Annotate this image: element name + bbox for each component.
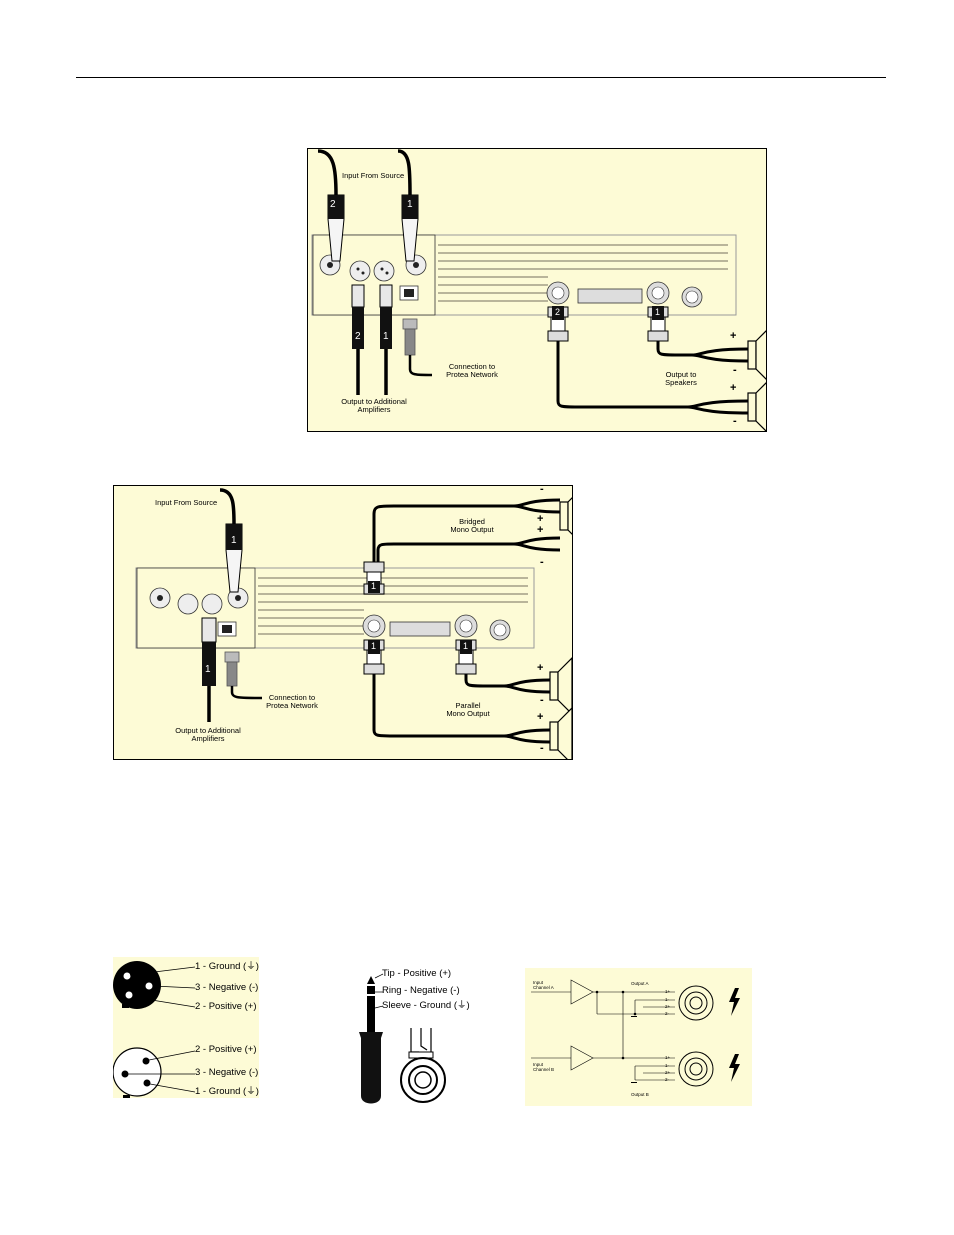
trs-tip-label: Tip - Positive (+) [382, 968, 452, 979]
speaker-2-minus: - [733, 415, 737, 427]
bridged-plus-bottom: + [537, 524, 544, 536]
bridged-plus-top: + [537, 513, 544, 525]
bridged-minus-top: - [540, 485, 544, 495]
output-a-pin-2minus: 2- [665, 1011, 670, 1016]
output-a-pin-1minus: 1- [665, 997, 670, 1002]
trs-ring-label: Ring - Negative (-) [382, 985, 460, 996]
output-b-pin-2minus: 2- [665, 1077, 670, 1082]
speaker-connector-1-number: 1 [655, 307, 661, 317]
xlr-pinout-panel: 1 - Ground (⏚) 3 - Negative (-) 2 - Posi… [113, 957, 259, 1098]
output-a-label: Output A [631, 981, 649, 986]
parallel-2-minus: - [540, 742, 544, 754]
xlr-female-pin-2: 2 - Positive (+) [195, 1044, 257, 1055]
output-b-pin-2plus: 2+ [665, 1070, 671, 1075]
parallel-2-plus: + [537, 711, 544, 723]
input-from-source-label: Input From Source [155, 498, 218, 507]
trs-pinout-panel: Tip - Positive (+) Ring - Negative (-) S… [345, 966, 475, 1111]
stereo-wiring-art [311, 149, 766, 431]
trs-sleeve-label: Sleeve - Ground (⏚) [382, 1000, 470, 1011]
trs-pinout-art [359, 973, 446, 1104]
xlr-input-number: 1 [231, 535, 237, 546]
output-connector-1-number: 1 [383, 331, 389, 342]
parallel-1-minus: - [540, 694, 544, 706]
speaker-connector-2-number: 2 [555, 307, 561, 317]
xlr-male-pin-2: 2 - Positive (+) [195, 1001, 257, 1012]
xlr-male-pin-1: 1 - Ground (⏚) [195, 961, 259, 972]
output-b-pin-1plus: 1+ [665, 1055, 671, 1060]
stereo-wiring-diagram: Input From Source 2 1 2 1 2 1 Output to … [307, 148, 767, 432]
input-from-source-label: Input From Source [342, 171, 405, 180]
parallel-connector-b-number: 1 [463, 641, 469, 651]
output-b-label: Output B [631, 1092, 649, 1097]
parallel-connector-a-number: 1 [371, 641, 377, 651]
xlr-connector-1-number: 1 [407, 199, 413, 210]
xlr-female-pin-1: 1 - Ground (⏚) [195, 1086, 259, 1097]
output-schematic-art [531, 979, 740, 1087]
header-rule [76, 77, 886, 78]
bridged-connector-number: 1 [371, 581, 377, 591]
output-b-pin-1minus: 1- [665, 1063, 670, 1068]
speaker-2-plus: + [730, 382, 737, 394]
xlr-female-pin-3: 3 - Negative (-) [195, 1067, 259, 1078]
xlr-connector-2-number: 2 [330, 199, 336, 210]
xlr-output-number: 1 [205, 664, 211, 675]
output-connector-2-number: 2 [355, 331, 361, 342]
parallel-1-plus: + [537, 662, 544, 674]
speaker-1-minus: - [733, 364, 737, 376]
xlr-male-pin-3: 3 - Negative (-) [195, 982, 259, 993]
mono-wiring-art [135, 488, 572, 759]
xlr-pinout-art [113, 961, 196, 1098]
speaker-1-plus: + [730, 330, 737, 342]
bridged-minus-bottom: - [540, 556, 544, 568]
output-a-pin-1plus: 1+ [665, 989, 671, 994]
output-a-pin-2plus: 2+ [665, 1004, 671, 1009]
